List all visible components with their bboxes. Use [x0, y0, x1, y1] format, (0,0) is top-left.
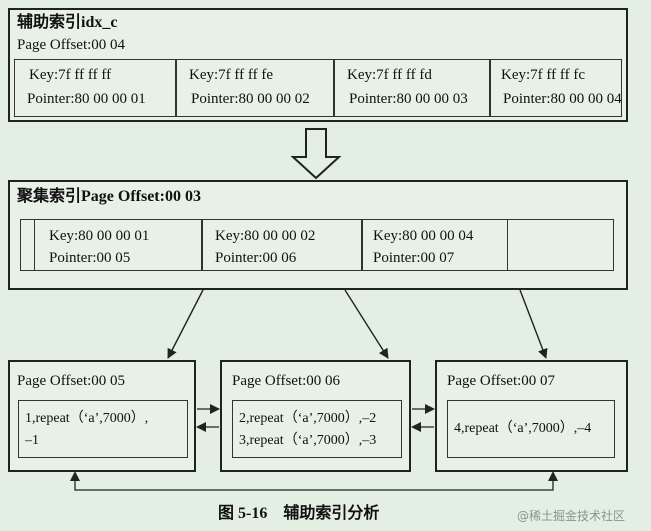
leaf-page-07: Page Offset:00 07 4,repeat（‘a’,7000）,–4 [435, 360, 628, 472]
leaf-record-box: 4,repeat（‘a’,7000）,–4 [447, 400, 615, 458]
arrow-to-page-06 [344, 289, 389, 359]
arrow-to-page-07 [519, 289, 548, 359]
leaf-record: 3,repeat（‘a’,7000）,–3 [239, 433, 377, 448]
entry-key: Key:7f ff ff fd [347, 67, 432, 83]
secondary-index-page-offset: Page Offset:00 04 [17, 37, 126, 53]
link-loop [74, 479, 554, 491]
clustered-entry-2: Key:80 00 00 02 Pointer:00 06 [202, 219, 362, 271]
entry-pointer: Pointer:80 00 00 04 [503, 91, 622, 107]
clustered-entry-3: Key:80 00 00 04 Pointer:00 07 [362, 219, 508, 271]
arrow-to-page-05 [167, 289, 204, 359]
secondary-entry-3: Key:7f ff ff fd Pointer:80 00 00 03 [334, 59, 490, 117]
leaf-record-box: 1,repeat（‘a’,7000）, –1 [18, 400, 188, 458]
secondary-entry-2: Key:7f ff ff fe Pointer:80 00 00 02 [176, 59, 334, 117]
entry-pointer: Pointer:00 05 [49, 250, 131, 266]
entry-key: Key:80 00 00 04 [373, 228, 474, 244]
leaf-page-offset: Page Offset:00 05 [17, 373, 126, 389]
leaf-page-06: Page Offset:00 06 2,repeat（‘a’,7000）,–2 … [220, 360, 411, 472]
secondary-entry-1: Key:7f ff ff ff Pointer:80 00 00 01 [14, 59, 176, 117]
secondary-index-title: 辅助索引idx_c [17, 14, 118, 31]
leaf-record: –1 [25, 433, 39, 448]
watermark: @稀土掘金技术社区 [517, 509, 626, 523]
clustered-index-page: 聚集索引Page Offset:00 03 Key:80 00 00 01 Po… [8, 180, 628, 290]
leaf-page-offset: Page Offset:00 06 [232, 373, 341, 389]
entry-pointer: Pointer:80 00 00 03 [349, 91, 468, 107]
entry-key: Key:80 00 00 02 [215, 228, 316, 244]
leaf-page-offset: Page Offset:00 07 [447, 373, 556, 389]
leaf-record: 2,repeat（‘a’,7000）,–2 [239, 411, 377, 426]
leaf-record: 4,repeat（‘a’,7000）,–4 [454, 421, 592, 436]
entry-pointer: Pointer:80 00 00 01 [27, 91, 146, 107]
secondary-entry-4: Key:7f ff ff fc Pointer:80 00 00 04 [490, 59, 622, 117]
clustered-entry-1: Key:80 00 00 01 Pointer:00 05 [34, 219, 202, 271]
entry-key: Key:80 00 00 01 [49, 228, 150, 244]
entry-key: Key:7f ff ff fc [501, 67, 585, 83]
down-arrow-icon [290, 128, 342, 180]
entry-pointer: Pointer:00 07 [373, 250, 455, 266]
secondary-index-page: 辅助索引idx_c Page Offset:00 04 Key:7f ff ff… [8, 8, 628, 122]
entry-key: Key:7f ff ff ff [29, 67, 112, 83]
entry-pointer: Pointer:80 00 00 02 [191, 91, 310, 107]
figure-caption: 图 5-16 辅助索引分析 [218, 505, 380, 522]
leaf-record: 1,repeat（‘a’,7000）, [25, 411, 149, 426]
leaf-page-05: Page Offset:00 05 1,repeat（‘a’,7000）, –1 [8, 360, 196, 472]
clustered-index-title: 聚集索引Page Offset:00 03 [17, 188, 201, 205]
entry-pointer: Pointer:00 06 [215, 250, 297, 266]
leaf-record-box: 2,repeat（‘a’,7000）,–2 3,repeat（‘a’,7000）… [232, 400, 402, 458]
entry-key: Key:7f ff ff fe [189, 67, 273, 83]
